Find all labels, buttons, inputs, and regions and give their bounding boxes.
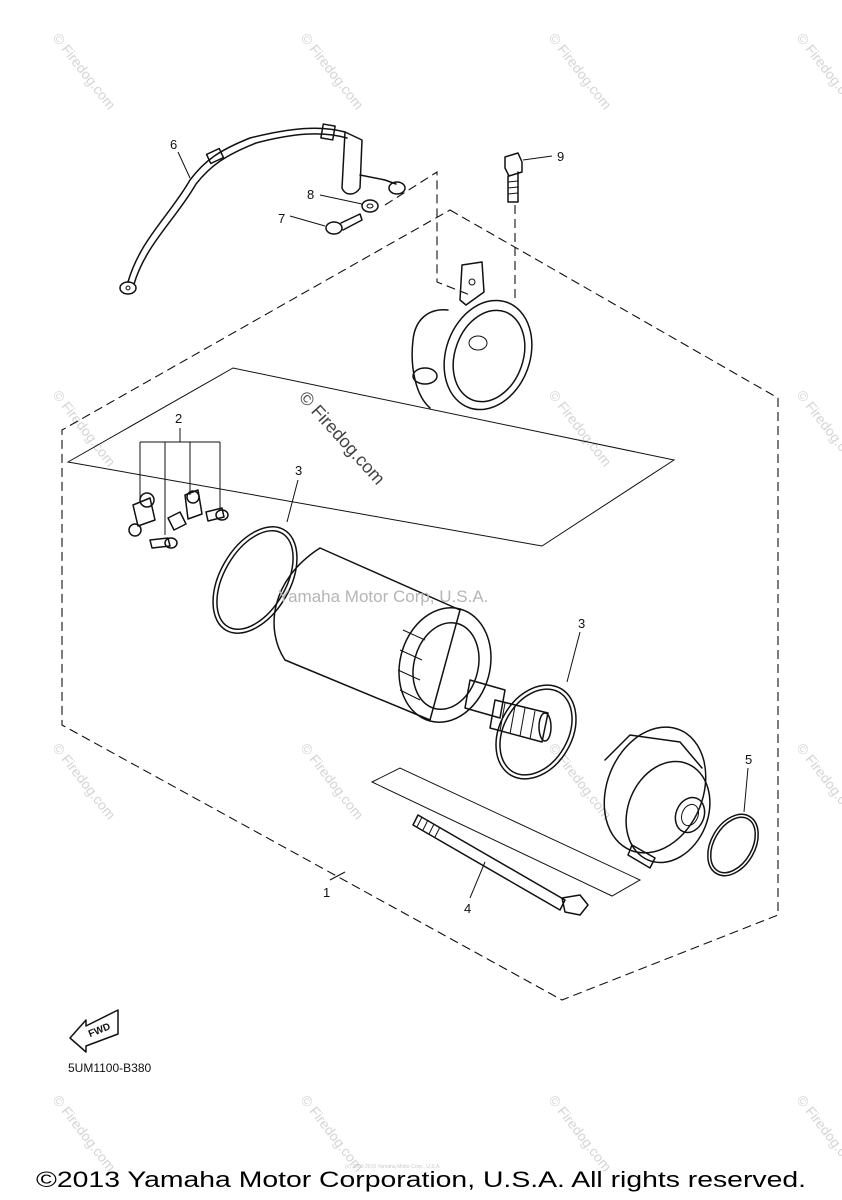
cable-connector-dashline <box>384 170 471 296</box>
leader-3b <box>566 631 581 683</box>
watermark-center: © Firedog.com <box>295 387 389 488</box>
watermark-corner: © Firedog.com <box>546 387 615 469</box>
o-ring-front-cover-inner <box>709 816 757 874</box>
o-ring-rear-inner <box>499 688 573 776</box>
callout-5: 5 <box>745 752 752 767</box>
leader-3a <box>286 479 299 523</box>
leader-4 <box>469 861 486 899</box>
callout-3: 3 <box>578 616 585 631</box>
callout-1: 1 <box>323 885 330 900</box>
copyright-notice: ©2013 Yamaha Motor Corporation, U.S.A. A… <box>36 1167 806 1192</box>
callout-9: 9 <box>557 149 564 164</box>
watermark-corner: © Firedog.com <box>50 740 119 822</box>
motor-yoke <box>273 547 492 723</box>
leader-7 <box>289 215 326 227</box>
watermark-corner: © Firedog.com <box>794 1092 842 1174</box>
starter-assembly-boundary <box>61 209 779 1001</box>
callout-6: 6 <box>170 137 177 152</box>
footer-tiny-text: (c) 2000-2015 Yamaha Motor Corp., U.S.A. <box>345 1164 441 1170</box>
through-bolt-group-bracket <box>370 767 642 897</box>
watermark-yamaha-overlay: Yamaha Motor Corp, U.S.A. <box>278 587 488 606</box>
leader-6 <box>177 151 191 179</box>
through-bolt <box>412 814 589 916</box>
watermark-corner: © Firedog.com <box>794 740 842 822</box>
leader-8 <box>319 194 363 205</box>
watermark-corner: © Firedog.com <box>50 30 119 112</box>
callout-3: 3 <box>295 463 302 478</box>
o-ring-front <box>212 526 298 634</box>
watermark-corner: © Firedog.com <box>546 30 615 112</box>
watermark-corner: © Firedog.com <box>50 387 119 469</box>
o-ring-rear <box>495 684 577 780</box>
watermark-corner: © Firedog.com <box>546 1092 615 1174</box>
bolt <box>504 152 523 203</box>
watermark-corner: © Firedog.com <box>298 30 367 112</box>
o-ring-front-inner <box>216 529 294 631</box>
starter-cable <box>119 123 406 295</box>
leader-5 <box>743 767 749 813</box>
armature-shaft <box>464 679 552 743</box>
leader-9 <box>522 155 553 161</box>
o-ring-front-cover <box>707 813 759 877</box>
callout-4: 4 <box>464 901 471 916</box>
callout-7: 7 <box>278 211 285 226</box>
diagram-code: 5UM1100-B380 <box>68 1061 151 1075</box>
brush-set <box>128 489 229 549</box>
front-cover <box>603 726 711 869</box>
watermark-corner: © Firedog.com <box>298 1092 367 1174</box>
callout-8: 8 <box>307 187 314 202</box>
callout-2: 2 <box>175 411 182 426</box>
watermark-corner: © Firedog.com <box>298 740 367 822</box>
watermark-corner: © Firedog.com <box>794 387 842 469</box>
rear-cover-housing <box>411 261 533 411</box>
screw <box>325 213 363 235</box>
fwd-arrow-icon: FWD <box>69 1009 119 1053</box>
leader-1 <box>329 871 346 881</box>
washer <box>361 199 379 213</box>
brush-holder-group-bracket <box>66 367 676 547</box>
watermark-corner: © Firedog.com <box>794 30 842 112</box>
leader-2 <box>139 428 221 535</box>
watermark-corner: © Firedog.com <box>50 1092 119 1174</box>
